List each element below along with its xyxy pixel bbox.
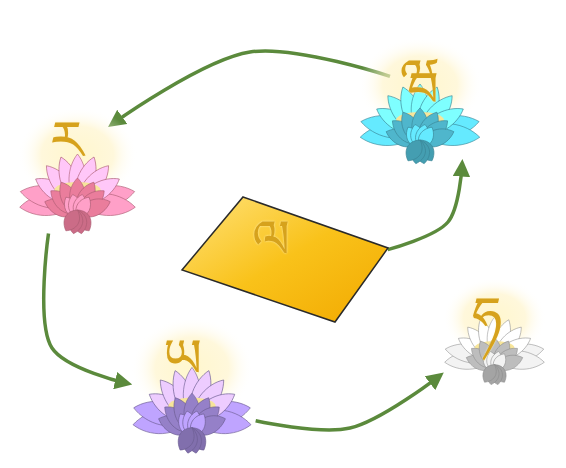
flow-arrow — [44, 234, 126, 384]
lotus-petal — [60, 206, 84, 234]
seed-syllable: ཧ — [472, 290, 502, 344]
seed-syllable: ཝ — [400, 52, 440, 106]
seed-syllable: ར — [50, 114, 84, 168]
lotus-petal — [174, 424, 199, 454]
flow-arrow — [256, 377, 439, 430]
lotus-node: ཧ — [432, 280, 557, 390]
lotus-petal — [479, 361, 500, 385]
earth-square-node: ལ — [180, 195, 392, 325]
flow-arrow — [114, 51, 390, 123]
lotus-node: ཡ — [118, 320, 266, 460]
flow-arrow — [388, 166, 462, 250]
seed-syllable: ལ — [252, 213, 290, 267]
lotus-petal — [402, 136, 427, 164]
seed-syllable: ཡ — [163, 332, 202, 386]
earth-square — [182, 197, 388, 322]
lotus-node: ཝ — [345, 40, 495, 170]
lotus-node: ར — [5, 110, 150, 240]
